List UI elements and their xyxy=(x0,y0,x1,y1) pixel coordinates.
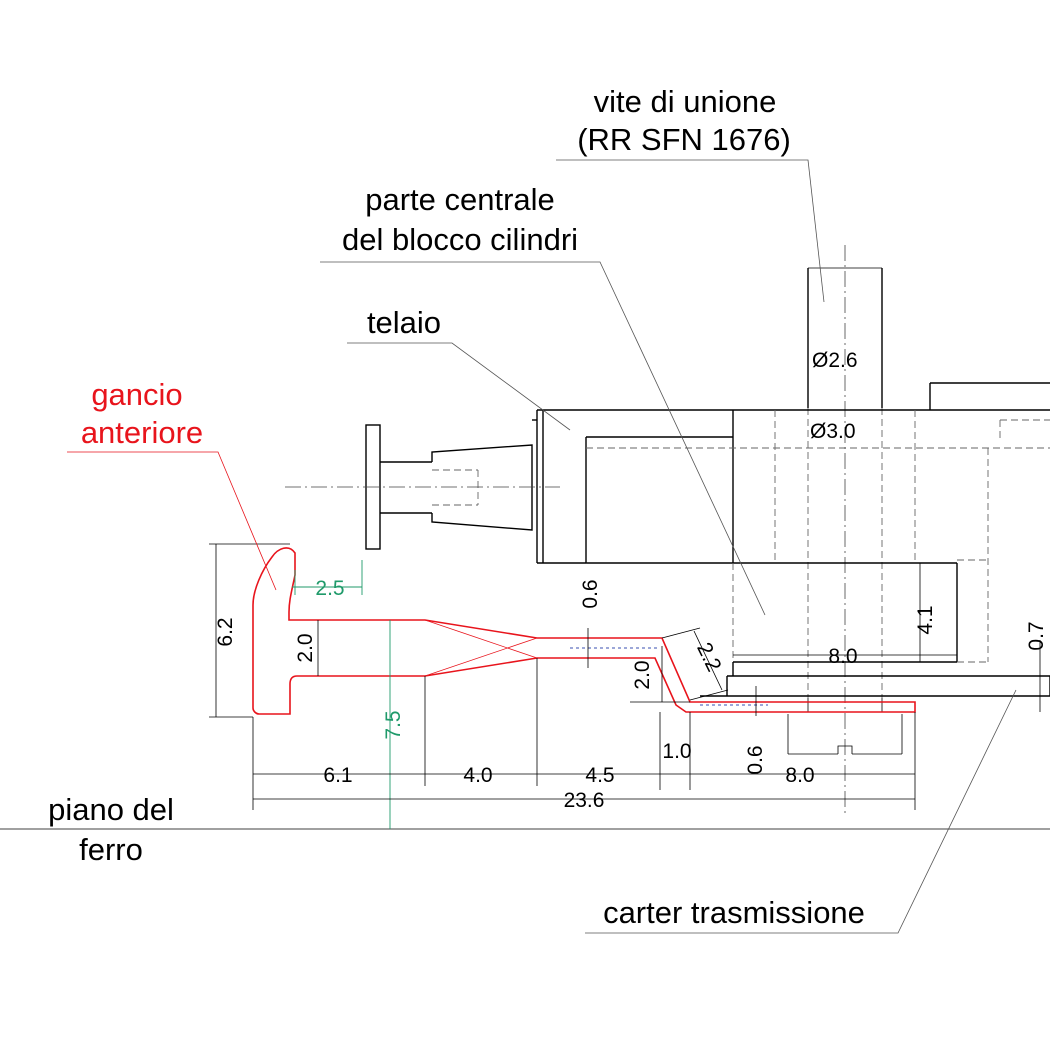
dim-slant-2-2: 2.2 xyxy=(692,639,725,675)
dim-gap-2-5: 2.5 xyxy=(315,577,344,600)
transmission-housing xyxy=(700,675,1050,755)
label-vite-line2: (RR SFN 1676) xyxy=(577,122,791,157)
frame-body xyxy=(536,382,1050,676)
label-parte-line1: parte centrale xyxy=(365,182,555,217)
dim-height-2-0-mid: 2.0 xyxy=(631,660,654,689)
label-piano-line2: ferro xyxy=(79,832,143,867)
label-vite-line1: vite di unione xyxy=(594,84,777,119)
dim-width-1-0: 1.0 xyxy=(662,740,691,763)
screw xyxy=(807,245,883,815)
label-carter: carter trasmissione xyxy=(603,895,865,930)
dim-width-6-1: 6.1 xyxy=(323,764,352,787)
dim-height-2-0-left: 2.0 xyxy=(294,633,317,662)
dim-width-23-6: 23.6 xyxy=(564,789,605,812)
front-hook xyxy=(252,547,916,715)
dim-height-4-1: 4.1 xyxy=(914,605,937,634)
label-gancio-line2: anteriore xyxy=(81,415,203,450)
label-gancio-line1: gancio xyxy=(91,377,182,412)
dim-height-0-7: 0.7 xyxy=(1025,621,1048,650)
label-parte-line2: del blocco cilindri xyxy=(342,222,578,257)
dim-width-8-0-bot: 8.0 xyxy=(785,764,814,787)
dim-height-0-6-top: 0.6 xyxy=(579,579,602,608)
buffer xyxy=(285,419,560,550)
label-piano-line1: piano del xyxy=(48,792,174,827)
dimension-lines xyxy=(209,543,1041,829)
dim-diameter-2-6: Ø2.6 xyxy=(812,349,858,372)
leader-lines xyxy=(67,159,1017,934)
dim-height-6-2: 6.2 xyxy=(214,617,237,646)
label-telaio: telaio xyxy=(367,305,441,340)
dim-width-4-5: 4.5 xyxy=(585,764,614,787)
dim-width-4-0: 4.0 xyxy=(463,764,492,787)
dim-height-0-6-bot: 0.6 xyxy=(744,745,767,774)
dim-height-7-5: 7.5 xyxy=(382,710,405,739)
dim-diameter-3-0: Ø3.0 xyxy=(810,420,856,443)
dim-width-8-0-top: 8.0 xyxy=(828,645,857,668)
